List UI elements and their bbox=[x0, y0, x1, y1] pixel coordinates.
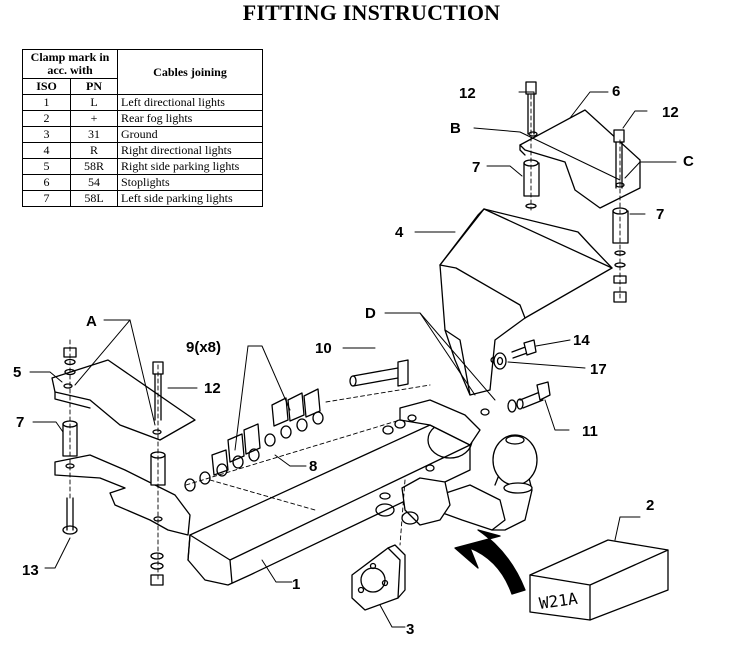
label-8: 8 bbox=[309, 458, 317, 475]
label-1: 1 bbox=[292, 576, 300, 593]
label-14: 14 bbox=[573, 332, 590, 349]
page-title: FITTING INSTRUCTION bbox=[242, 0, 501, 25]
label-11: 11 bbox=[582, 423, 598, 440]
desc-cell: Right directional lights bbox=[117, 142, 263, 159]
label-17: 17 bbox=[590, 361, 607, 378]
socket-plate-3 bbox=[351, 544, 406, 611]
pn-cell: 31 bbox=[70, 126, 118, 143]
label-12-right: 12 bbox=[662, 104, 679, 121]
desc-cell: Right side parking lights bbox=[117, 158, 263, 175]
assembly-axis-top bbox=[530, 94, 621, 301]
label-12-left: 12 bbox=[204, 380, 221, 397]
washers-nut-bottom-left bbox=[150, 552, 164, 586]
iso-cell: 7 bbox=[21, 190, 72, 207]
pn-cell: 54 bbox=[70, 174, 118, 191]
header-clamp-mark: Clamp mark in acc. with bbox=[22, 49, 118, 79]
label-6: 6 bbox=[612, 83, 620, 100]
spacer-7-top-left bbox=[523, 159, 540, 209]
bolt-10 bbox=[349, 359, 409, 387]
header-pn: PN bbox=[70, 78, 118, 95]
label-7-left: 7 bbox=[16, 414, 24, 431]
mounting-plate-5 bbox=[51, 359, 196, 441]
label-2: 2 bbox=[646, 497, 654, 514]
label-4: 4 bbox=[395, 224, 404, 241]
label-C: C bbox=[683, 153, 694, 170]
socket-bracket bbox=[375, 464, 451, 526]
leader-lines bbox=[29, 91, 677, 628]
parts-box-2 bbox=[529, 539, 669, 621]
label-7-top: 7 bbox=[472, 159, 480, 176]
pn-cell: 58L bbox=[70, 190, 118, 207]
bolt-11 bbox=[507, 381, 551, 413]
mounting-plate-6 bbox=[519, 109, 641, 209]
washer-17 bbox=[493, 352, 507, 370]
spring-washers-8 bbox=[184, 411, 324, 492]
desc-cell: Left side parking lights bbox=[117, 190, 263, 207]
desc-cell: Stoplights bbox=[117, 174, 263, 191]
label-7-right: 7 bbox=[656, 206, 664, 223]
iso-cell: 5 bbox=[21, 158, 72, 175]
header-cables-joining: Cables joining bbox=[117, 49, 263, 95]
bolt-14 bbox=[511, 339, 537, 359]
label-D: D bbox=[365, 305, 376, 322]
crossbar-end-bracket-left bbox=[54, 454, 191, 536]
assembly-axis-center bbox=[185, 384, 431, 511]
bolt-13 bbox=[62, 497, 78, 535]
label-5: 5 bbox=[13, 364, 21, 381]
crossbar-side-plate-right bbox=[399, 399, 481, 446]
clamp-plates-9 bbox=[211, 388, 321, 476]
bolt-12-top-right bbox=[613, 129, 625, 189]
label-A: A bbox=[86, 313, 97, 330]
label-B: B bbox=[450, 120, 461, 137]
desc-cell: Ground bbox=[117, 126, 263, 143]
label-10: 10 bbox=[315, 340, 332, 357]
label-3: 3 bbox=[406, 621, 414, 638]
label-9x8: 9(x8) bbox=[186, 339, 221, 356]
tow-ball bbox=[492, 434, 538, 494]
assembly-axis-left bbox=[69, 339, 159, 581]
clamp-wiring-table: Clamp mark in acc. with Cables joining I… bbox=[21, 49, 263, 207]
assembly-axis-socket bbox=[399, 479, 406, 546]
label-12-top: 12 bbox=[459, 85, 476, 102]
spacer-7-top-right bbox=[612, 207, 629, 303]
nuts-center bbox=[382, 414, 417, 435]
side-bracket-4 bbox=[439, 208, 613, 416]
insert-direction-arrow-icon bbox=[454, 529, 526, 595]
label-13: 13 bbox=[22, 562, 39, 579]
